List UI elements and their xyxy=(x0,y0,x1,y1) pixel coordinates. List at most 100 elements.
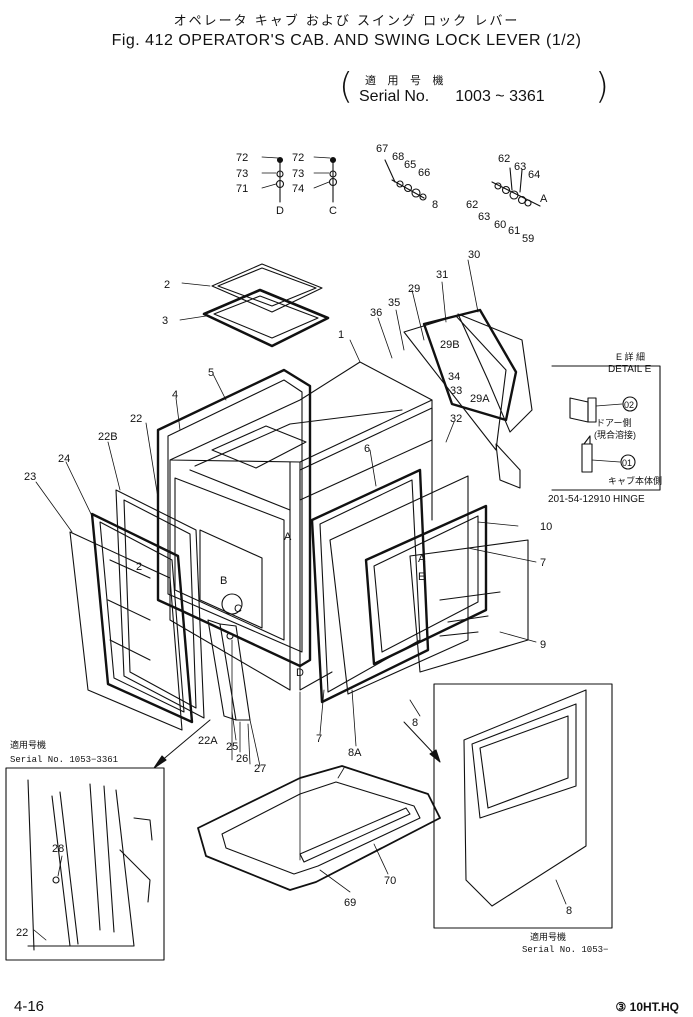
callout-labels: 72 73 71 D 72 73 74 C 67 68 65 66 8 62 6… xyxy=(24,143,552,909)
left-inset-serial: Serial No. 1053−3361 xyxy=(10,755,118,765)
callout-73: 73 xyxy=(236,168,248,180)
roof-window-glass xyxy=(211,263,323,313)
callout-8: 8 xyxy=(566,905,572,917)
side-window-glass xyxy=(409,539,529,673)
left-door-seal xyxy=(90,512,194,724)
callout-63: 63 xyxy=(514,161,526,173)
callout-36: 36 xyxy=(370,307,382,319)
callout-d: D xyxy=(276,205,284,217)
detail-e-title-japanese: E 詳 細 xyxy=(616,351,645,362)
callout-59: 59 xyxy=(522,233,534,245)
callout-74: 74 xyxy=(292,183,304,195)
callout-8a: 8A xyxy=(348,747,362,759)
callout-72: 72 xyxy=(292,152,304,164)
callout-22: 22 xyxy=(16,927,28,939)
callout-26: 26 xyxy=(236,753,248,765)
callout-22: 22 xyxy=(130,413,142,425)
callout-e: E xyxy=(418,571,425,583)
callout-2: 2 xyxy=(136,561,142,573)
serial-number: Serial No. 1003 ~ 3361 xyxy=(359,88,545,106)
lock-lever-bolt-group xyxy=(384,159,427,201)
door-pillar xyxy=(207,619,251,721)
callout-28: 28 xyxy=(52,843,64,855)
rear-top-window-frame xyxy=(403,315,507,451)
callout-5: 5 xyxy=(208,367,214,379)
callout-02: 02 xyxy=(624,400,634,410)
callout-01: 01 xyxy=(622,458,632,468)
callout-68: 68 xyxy=(392,151,404,163)
callout-72: 72 xyxy=(236,152,248,164)
callout-c: C xyxy=(329,205,337,217)
callout-61: 61 xyxy=(508,225,520,237)
callout-22a: 22A xyxy=(198,735,218,747)
callout-64: 64 xyxy=(528,169,540,181)
left-parenthesis: ( xyxy=(339,66,354,107)
door-side-label: ドアー側 xyxy=(596,417,631,428)
callout-67: 67 xyxy=(376,143,388,155)
callout-a: A xyxy=(418,553,426,565)
right-inset: 8 適用号機 Serial No. 1053− xyxy=(433,683,613,955)
callout-a: A xyxy=(540,193,548,205)
callout-27: 27 xyxy=(254,763,266,775)
callout-29: 29 xyxy=(408,283,420,295)
callout-62: 62 xyxy=(466,199,478,211)
callout-6: 6 xyxy=(364,443,370,455)
callout-1: 1 xyxy=(338,329,344,341)
callout-d: D xyxy=(296,667,304,679)
callout-63: 63 xyxy=(478,211,490,223)
callout-66: 66 xyxy=(418,167,430,179)
side-window-rubber xyxy=(310,468,430,704)
callout-69: 69 xyxy=(344,897,356,909)
swing-lock-hinge-group xyxy=(491,167,541,207)
right-inset-japanese: 適用号機 xyxy=(530,931,566,943)
arrow-to-right-inset xyxy=(403,721,441,763)
callout-3: 3 xyxy=(162,315,168,327)
rear-top-window-seal xyxy=(422,308,518,422)
callout-73: 73 xyxy=(292,168,304,180)
callout-8: 8 xyxy=(412,717,418,729)
right-inset-serial: Serial No. 1053− xyxy=(522,945,608,955)
bolt-group-d xyxy=(275,156,285,203)
callout-30: 30 xyxy=(468,249,480,261)
right-parenthesis: ) xyxy=(594,66,609,107)
serial-range: 1003 ~ 3361 xyxy=(455,88,545,105)
floor-seal-plate xyxy=(197,765,441,891)
figure-title-japanese: オペレータ キャブ および スイング ロック レバー xyxy=(173,14,520,29)
body-side-label: キャブ本体側 xyxy=(608,475,662,486)
leader-lines xyxy=(35,156,537,893)
door-side-note: (現合溶接) xyxy=(594,429,636,440)
cab-body xyxy=(169,361,433,691)
callout-a: A xyxy=(284,531,292,543)
detail-e-title: DETAIL E xyxy=(608,364,652,375)
side-panel xyxy=(329,475,469,695)
callout-7: 7 xyxy=(316,733,322,745)
serial-label: Serial No. xyxy=(359,88,430,105)
callout-25: 25 xyxy=(226,741,238,753)
roof-window-seal xyxy=(202,288,330,348)
figure-title: Fig. 412 OPERATOR'S CAB. AND SWING LOCK … xyxy=(111,32,582,49)
document-code: ③ 10HT.HQ xyxy=(615,1000,679,1014)
rear-top-window-glass xyxy=(457,313,533,489)
serial-range-box: ( 適 用 号 機 Serial No.1003 ~ 3361 ) xyxy=(335,66,615,114)
bolt-group-c xyxy=(328,156,338,203)
left-inset-japanese: 適用号機 xyxy=(10,739,46,751)
callout-22b: 22B xyxy=(98,431,118,443)
left-inset: 適用号機 Serial No. 1053−3361 28 22 xyxy=(5,739,165,961)
callout-2: 2 xyxy=(164,279,170,291)
arrow-to-left-inset xyxy=(153,719,211,769)
callout-71: 71 xyxy=(236,183,248,195)
callout-7: 7 xyxy=(540,557,546,569)
callout-33: 33 xyxy=(450,385,462,397)
callout-65: 65 xyxy=(404,159,416,171)
floor-seal-strip xyxy=(299,807,411,863)
callout-32: 32 xyxy=(450,413,462,425)
callout-c: C xyxy=(234,603,242,615)
detail-e-box: E 詳 細 DETAIL E 02 ドアー側 (現合溶接) 01 キャブ本体側 … xyxy=(548,351,662,505)
callout-9: 9 xyxy=(540,639,546,651)
callout-31: 31 xyxy=(436,269,448,281)
left-door-glass xyxy=(69,531,183,731)
hinge-label: 201-54-12910 HINGE xyxy=(548,494,645,505)
callout-23: 23 xyxy=(24,471,36,483)
callout-29b: 29B xyxy=(440,339,460,351)
